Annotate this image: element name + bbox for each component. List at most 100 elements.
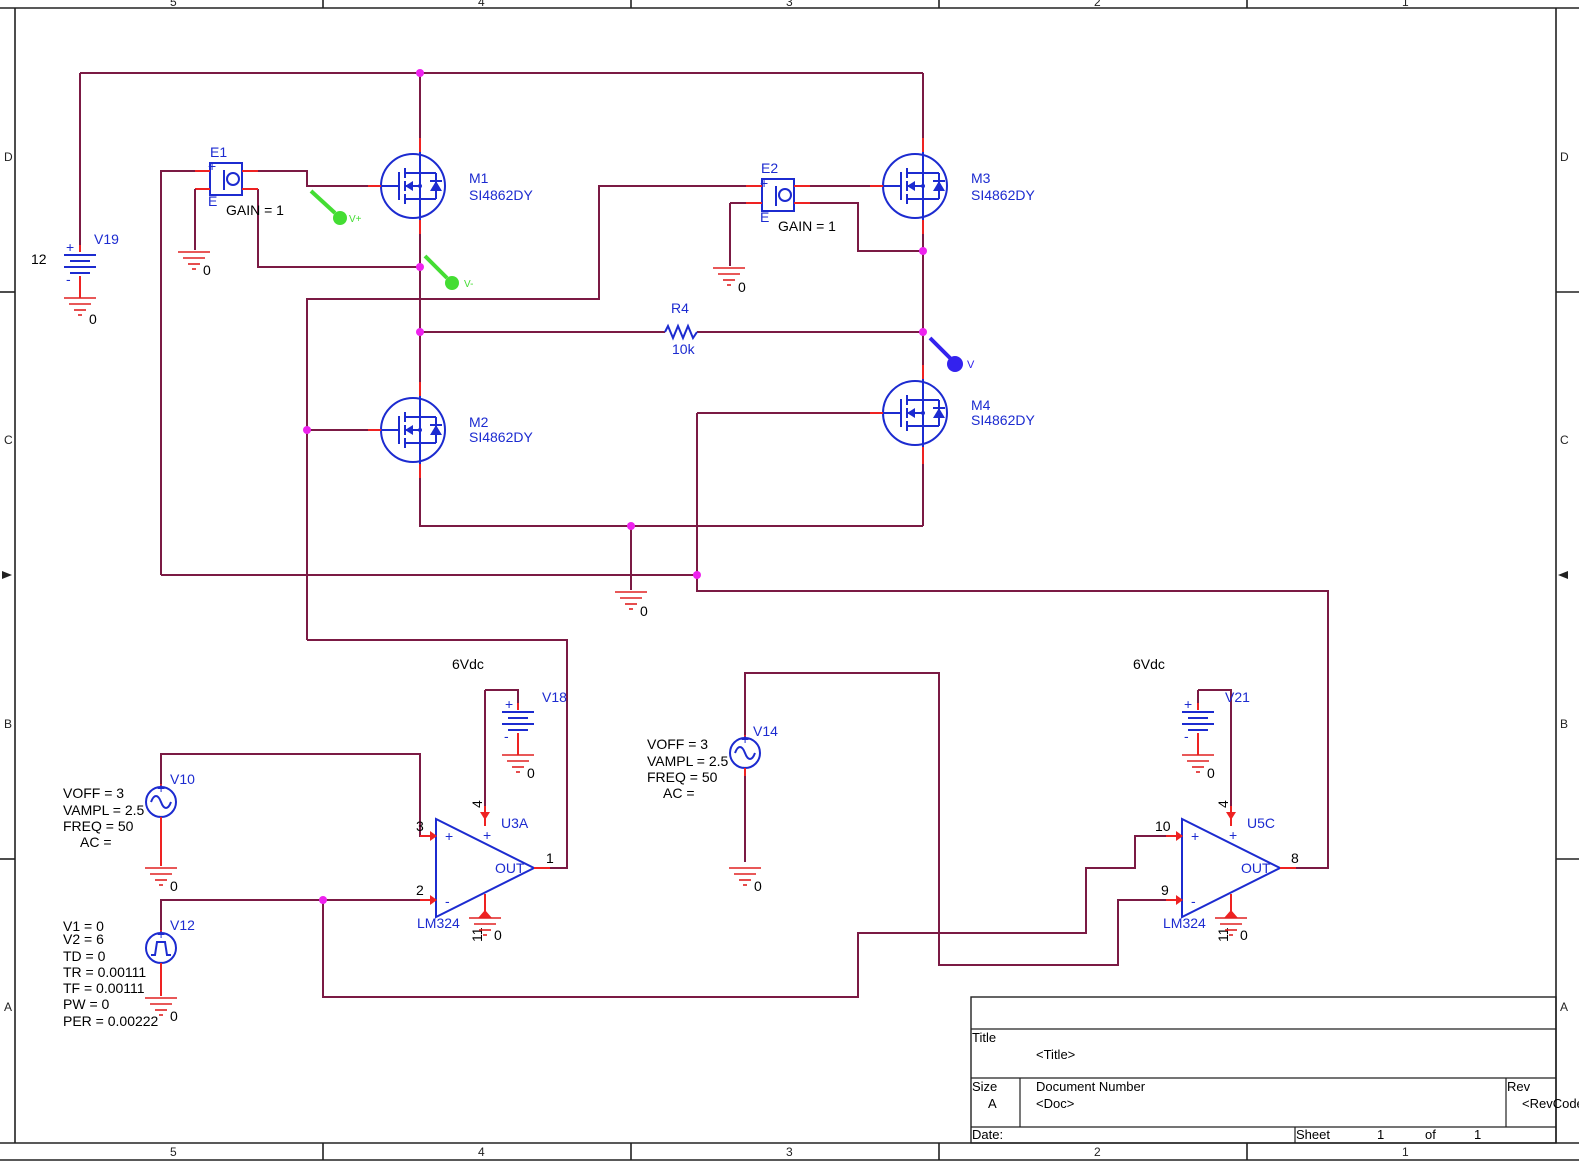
junction-dot (919, 247, 927, 255)
probe-vminus[interactable]: V- (423, 254, 473, 290)
row-label-left: A (4, 1000, 12, 1014)
ground-symbol (729, 867, 761, 886)
svg-text:+: + (1191, 828, 1199, 844)
component-ref: M1 (469, 170, 489, 186)
source-param: V2 = 6 (63, 931, 104, 947)
svg-text:+: + (505, 696, 513, 712)
pin-number: 11 (1215, 927, 1231, 942)
component-model: SI4862DY (469, 429, 533, 445)
battery-v19[interactable]: + - V19 12 0 (31, 231, 119, 327)
ground-label: 0 (170, 878, 178, 894)
rev-value: <RevCode> (1522, 1096, 1579, 1111)
pin-number: 2 (416, 882, 424, 898)
svg-text:-: - (158, 953, 163, 969)
sine-source-v14[interactable]: + - V14 VOFF = 3 VAMPL = 2.5 FREQ = 50 A… (647, 723, 778, 894)
vcvs-e1[interactable]: E1 + E GAIN = 1 0 (178, 144, 284, 278)
component-ref: V12 (170, 917, 195, 933)
source-param: PW = 0 (63, 996, 110, 1012)
svg-text:+: + (208, 158, 216, 174)
col-label-bottom: 2 (1094, 1145, 1101, 1159)
row-label-left: C (4, 433, 13, 447)
source-param: VAMPL = 2.5 (63, 802, 145, 818)
ground-label: 0 (89, 311, 97, 327)
pin-number: 10 (1155, 818, 1171, 834)
svg-text:-: - (742, 758, 747, 774)
row-label-left: D (4, 150, 13, 164)
component-part: LM324 (1163, 915, 1206, 931)
opamp-out-label: OUT (495, 860, 525, 876)
row-label-right: B (1560, 717, 1568, 731)
mosfet-m3[interactable]: M3 SI4862DY (870, 138, 1035, 234)
ground-symbol (469, 917, 501, 936)
date-label: Date: (972, 1127, 1003, 1142)
svg-text:-: - (1184, 728, 1189, 744)
svg-text:+: + (157, 926, 165, 942)
ground-symbol (615, 591, 647, 610)
col-label-bottom: 4 (478, 1145, 485, 1159)
mosfet-m2[interactable]: M2 SI4862DY (368, 382, 533, 478)
mosfet-m4[interactable]: M4 SI4862DY (870, 365, 1035, 464)
pin-number: 11 (469, 927, 485, 942)
source-param: AC = (80, 834, 112, 850)
document-number-value: <Doc> (1036, 1096, 1074, 1111)
svg-text:-: - (158, 807, 163, 823)
ground-label: 0 (527, 765, 535, 781)
junction-dot (627, 522, 635, 530)
ground-label: 0 (1240, 927, 1248, 943)
svg-text:-: - (66, 271, 71, 287)
vcvs-e2[interactable]: E2 + E GAIN = 1 0 (713, 160, 836, 295)
col-label-bottom: 3 (786, 1145, 793, 1159)
sine-source-v10[interactable]: + - V10 VOFF = 3 VAMPL = 2.5 FREQ = 50 A… (63, 771, 195, 894)
junction-dot (919, 328, 927, 336)
ground-symbol (502, 754, 534, 773)
battery-v18[interactable]: 6Vdc + - V18 0 (452, 656, 567, 781)
component-part: LM324 (417, 915, 460, 931)
title-value: <Title> (1036, 1047, 1075, 1062)
ground-symbol (64, 297, 96, 316)
svg-text:E: E (760, 209, 769, 225)
component-ref: R4 (671, 300, 689, 316)
component-ref: M2 (469, 414, 489, 430)
component-ref: U3A (501, 815, 529, 831)
source-param: PER = 0.00222 (63, 1013, 159, 1029)
component-model: SI4862DY (469, 187, 533, 203)
ground-symbol (178, 251, 210, 270)
pulse-source-v12[interactable]: + - V12 V1 = 0 V2 = 6 TD = 0 TR = 0.0011… (63, 917, 195, 1029)
opamp-u3a[interactable]: + - + OUT U3A LM324 3 2 1 4 11 0 (416, 800, 554, 943)
junction-dot (303, 426, 311, 434)
probe-label: V (967, 359, 975, 371)
component-value: 10k (672, 341, 696, 357)
ground-label: 0 (170, 1008, 178, 1024)
ground-label: 0 (494, 927, 502, 943)
battery-v21[interactable]: 6Vdc + - V21 0 (1133, 656, 1250, 781)
probe-label: V- (464, 279, 473, 290)
opamp-u5c[interactable]: + - + OUT U5C LM324 10 9 8 4 11 0 (1155, 800, 1299, 943)
source-param: FREQ = 50 (63, 818, 134, 834)
size-value: A (988, 1096, 997, 1111)
probe-label: V+ (349, 214, 362, 225)
pin-number: 4 (1215, 800, 1231, 808)
svg-text:+: + (445, 828, 453, 844)
svg-text:+: + (760, 175, 768, 191)
col-label-bottom: 1 (1402, 1145, 1409, 1159)
col-label-top: 1 (1402, 0, 1409, 9)
probe-vplus[interactable]: V+ (309, 189, 362, 225)
ground-symbol (145, 867, 177, 886)
mosfet-m1[interactable]: M1 SI4862DY (368, 138, 533, 234)
junctions (303, 69, 927, 904)
ground-label: 0 (640, 603, 648, 619)
sheet-total: 1 (1474, 1127, 1481, 1142)
svg-text:+: + (1229, 827, 1237, 843)
component-ref: V10 (170, 771, 195, 787)
size-label: Size (972, 1079, 997, 1094)
svg-text:-: - (1191, 893, 1196, 909)
sheet-label: Sheet (1296, 1127, 1330, 1142)
svg-text:-: - (504, 728, 509, 744)
component-param: GAIN = 1 (226, 202, 284, 218)
resistor-r4[interactable]: R4 10k (664, 300, 698, 357)
probe-vdiff[interactable]: V (928, 336, 975, 372)
svg-text:+: + (1184, 696, 1192, 712)
component-model: SI4862DY (971, 412, 1035, 428)
source-param: VOFF = 3 (63, 785, 124, 801)
component-value: 12 (31, 251, 47, 267)
